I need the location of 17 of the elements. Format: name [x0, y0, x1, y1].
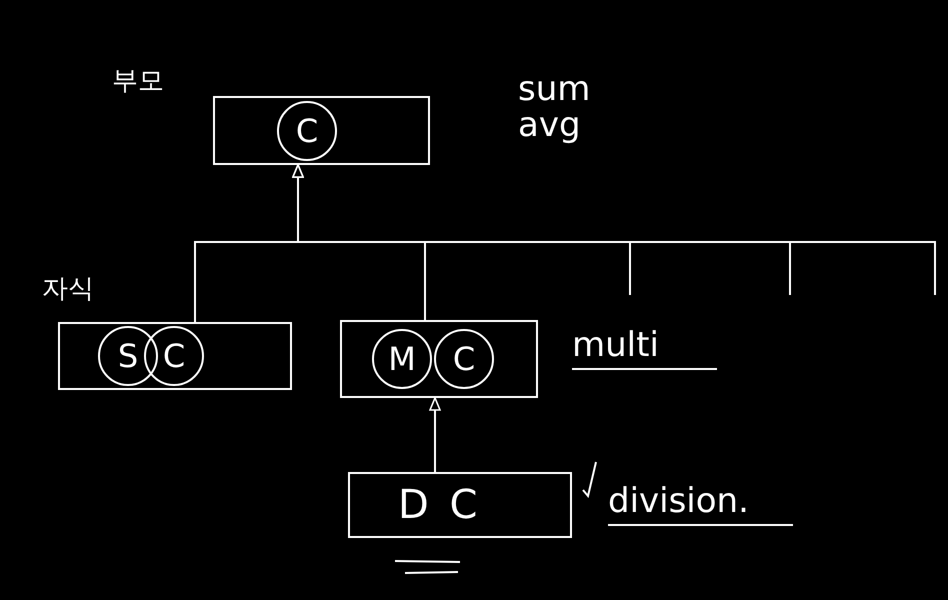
annotation: 자식 [42, 276, 95, 304]
class-box [348, 472, 572, 538]
class-name: D C [398, 482, 482, 528]
inheritance-arrow [292, 164, 936, 295]
class-box [340, 320, 538, 398]
annotation: sum avg [518, 72, 592, 144]
annotation: division. [608, 484, 793, 526]
circled-letter: C [144, 326, 204, 386]
class-box [213, 96, 430, 165]
circled-letter: M [372, 329, 432, 389]
annotation: 부모 [112, 68, 165, 96]
circled-letter: S [98, 326, 158, 386]
class-box [58, 322, 292, 390]
circled-letter: C [277, 100, 337, 160]
annotation: multi [572, 328, 717, 370]
inheritance-arrow [429, 397, 441, 472]
circled-letter: C [434, 329, 494, 389]
